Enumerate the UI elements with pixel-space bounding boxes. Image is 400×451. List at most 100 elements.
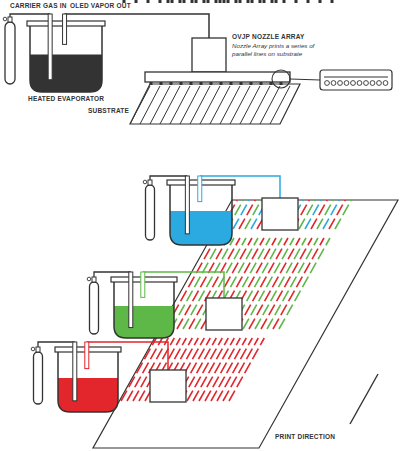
printed-line	[190, 86, 210, 124]
nozzle	[180, 82, 183, 85]
component-label: SUBSTRATE	[88, 107, 129, 115]
zoom-leader	[290, 79, 320, 80]
cylinder-valve	[36, 347, 40, 352]
outlet-tube	[198, 176, 202, 202]
printed-stripe	[223, 338, 258, 401]
nozzle-manifold	[150, 370, 186, 402]
zoom-detail	[272, 70, 392, 90]
inset-nozzle	[338, 81, 343, 86]
inset-nozzle	[364, 81, 369, 86]
nozzle	[283, 0, 286, 3]
gas-cylinder	[34, 352, 43, 404]
gas-cylinder	[5, 22, 15, 84]
ovjp-station	[31, 0, 221, 412]
nozzle	[170, 82, 173, 85]
printed-stripe	[229, 338, 264, 401]
gas-line	[38, 342, 75, 347]
nozzle	[160, 82, 163, 85]
valve-knob	[3, 17, 7, 21]
nozzle	[179, 0, 182, 3]
nozzle	[280, 82, 283, 85]
printed-line	[270, 86, 290, 124]
inset-nozzle	[370, 81, 375, 86]
gas-line	[150, 176, 187, 180]
nozzle-array	[118, 401, 230, 402]
gas-line	[10, 14, 50, 17]
nozzle-array	[145, 72, 290, 82]
substrate-strip	[93, 200, 398, 448]
pipe-label: CARRIER GAS IN	[10, 2, 67, 10]
nozzle	[190, 82, 193, 85]
printed-stripe	[279, 238, 330, 329]
gas-cylinder	[146, 185, 155, 240]
evaporator-liquid	[170, 211, 232, 245]
nozzle	[207, 0, 210, 3]
nozzle	[135, 0, 138, 3]
substrate	[130, 84, 300, 124]
inset-nozzle	[357, 81, 362, 86]
nozzle-manifold	[262, 198, 298, 230]
nozzle	[159, 0, 162, 3]
nozzle	[191, 0, 194, 3]
nozzle	[239, 0, 242, 3]
valve-knob	[143, 180, 147, 184]
component-label: OVJP NOZZLE ARRAY	[232, 33, 305, 41]
nozzle	[319, 0, 322, 3]
nozzle	[219, 0, 222, 3]
nozzle	[247, 0, 250, 3]
nozzle-array	[218, 229, 340, 230]
nozzle-manifold	[192, 38, 226, 72]
nozzle	[275, 0, 278, 3]
nozzle	[260, 82, 263, 85]
nozzle-manifold	[206, 298, 242, 330]
nozzle	[195, 0, 198, 3]
cylinder-valve	[148, 180, 152, 185]
nozzle	[210, 82, 213, 85]
printed-line	[200, 86, 220, 124]
nozzle	[183, 0, 186, 3]
nozzle	[271, 0, 274, 3]
vapor-line	[143, 272, 224, 298]
nozzle	[220, 82, 223, 85]
component-label: HEATED EVAPORATOR	[28, 95, 104, 103]
printed-line	[230, 86, 250, 124]
inlet-tube	[73, 342, 77, 401]
nozzle-array	[162, 329, 284, 330]
printed-line	[260, 86, 280, 124]
inset-nozzle	[331, 81, 336, 86]
printed-stripe	[267, 238, 318, 329]
inset-bar	[324, 77, 388, 78]
nozzle	[235, 0, 238, 3]
zoom-inset	[320, 70, 392, 90]
printed-line	[210, 86, 230, 124]
printed-stripe	[335, 200, 351, 229]
nozzle	[240, 82, 243, 85]
valve-knob	[31, 347, 35, 351]
pipe-label: OLED VAPOR OUT	[70, 2, 131, 10]
evaporator-liquid	[58, 378, 118, 412]
nozzle	[331, 0, 334, 3]
inset-nozzle	[344, 81, 349, 86]
inset-nozzle	[383, 81, 388, 86]
printed-lines	[130, 86, 290, 124]
printed-line	[220, 86, 240, 124]
inlet-tube	[48, 14, 52, 80]
evaporator-liquid	[30, 55, 102, 92]
cylinder-valve	[92, 277, 96, 282]
nozzle	[215, 0, 218, 3]
nozzle	[263, 0, 266, 3]
vapor-line	[87, 342, 168, 370]
inset-nozzle	[325, 81, 330, 86]
nozzle	[270, 82, 273, 85]
direction-line	[350, 374, 378, 424]
printed-line	[250, 86, 270, 124]
printed-stripes	[121, 200, 351, 401]
nozzle	[295, 0, 298, 3]
nozzle	[307, 0, 310, 3]
cylinder-valve	[8, 17, 12, 22]
inlet-tube	[185, 176, 189, 234]
printed-stripe	[273, 238, 324, 329]
printed-line	[170, 86, 190, 124]
